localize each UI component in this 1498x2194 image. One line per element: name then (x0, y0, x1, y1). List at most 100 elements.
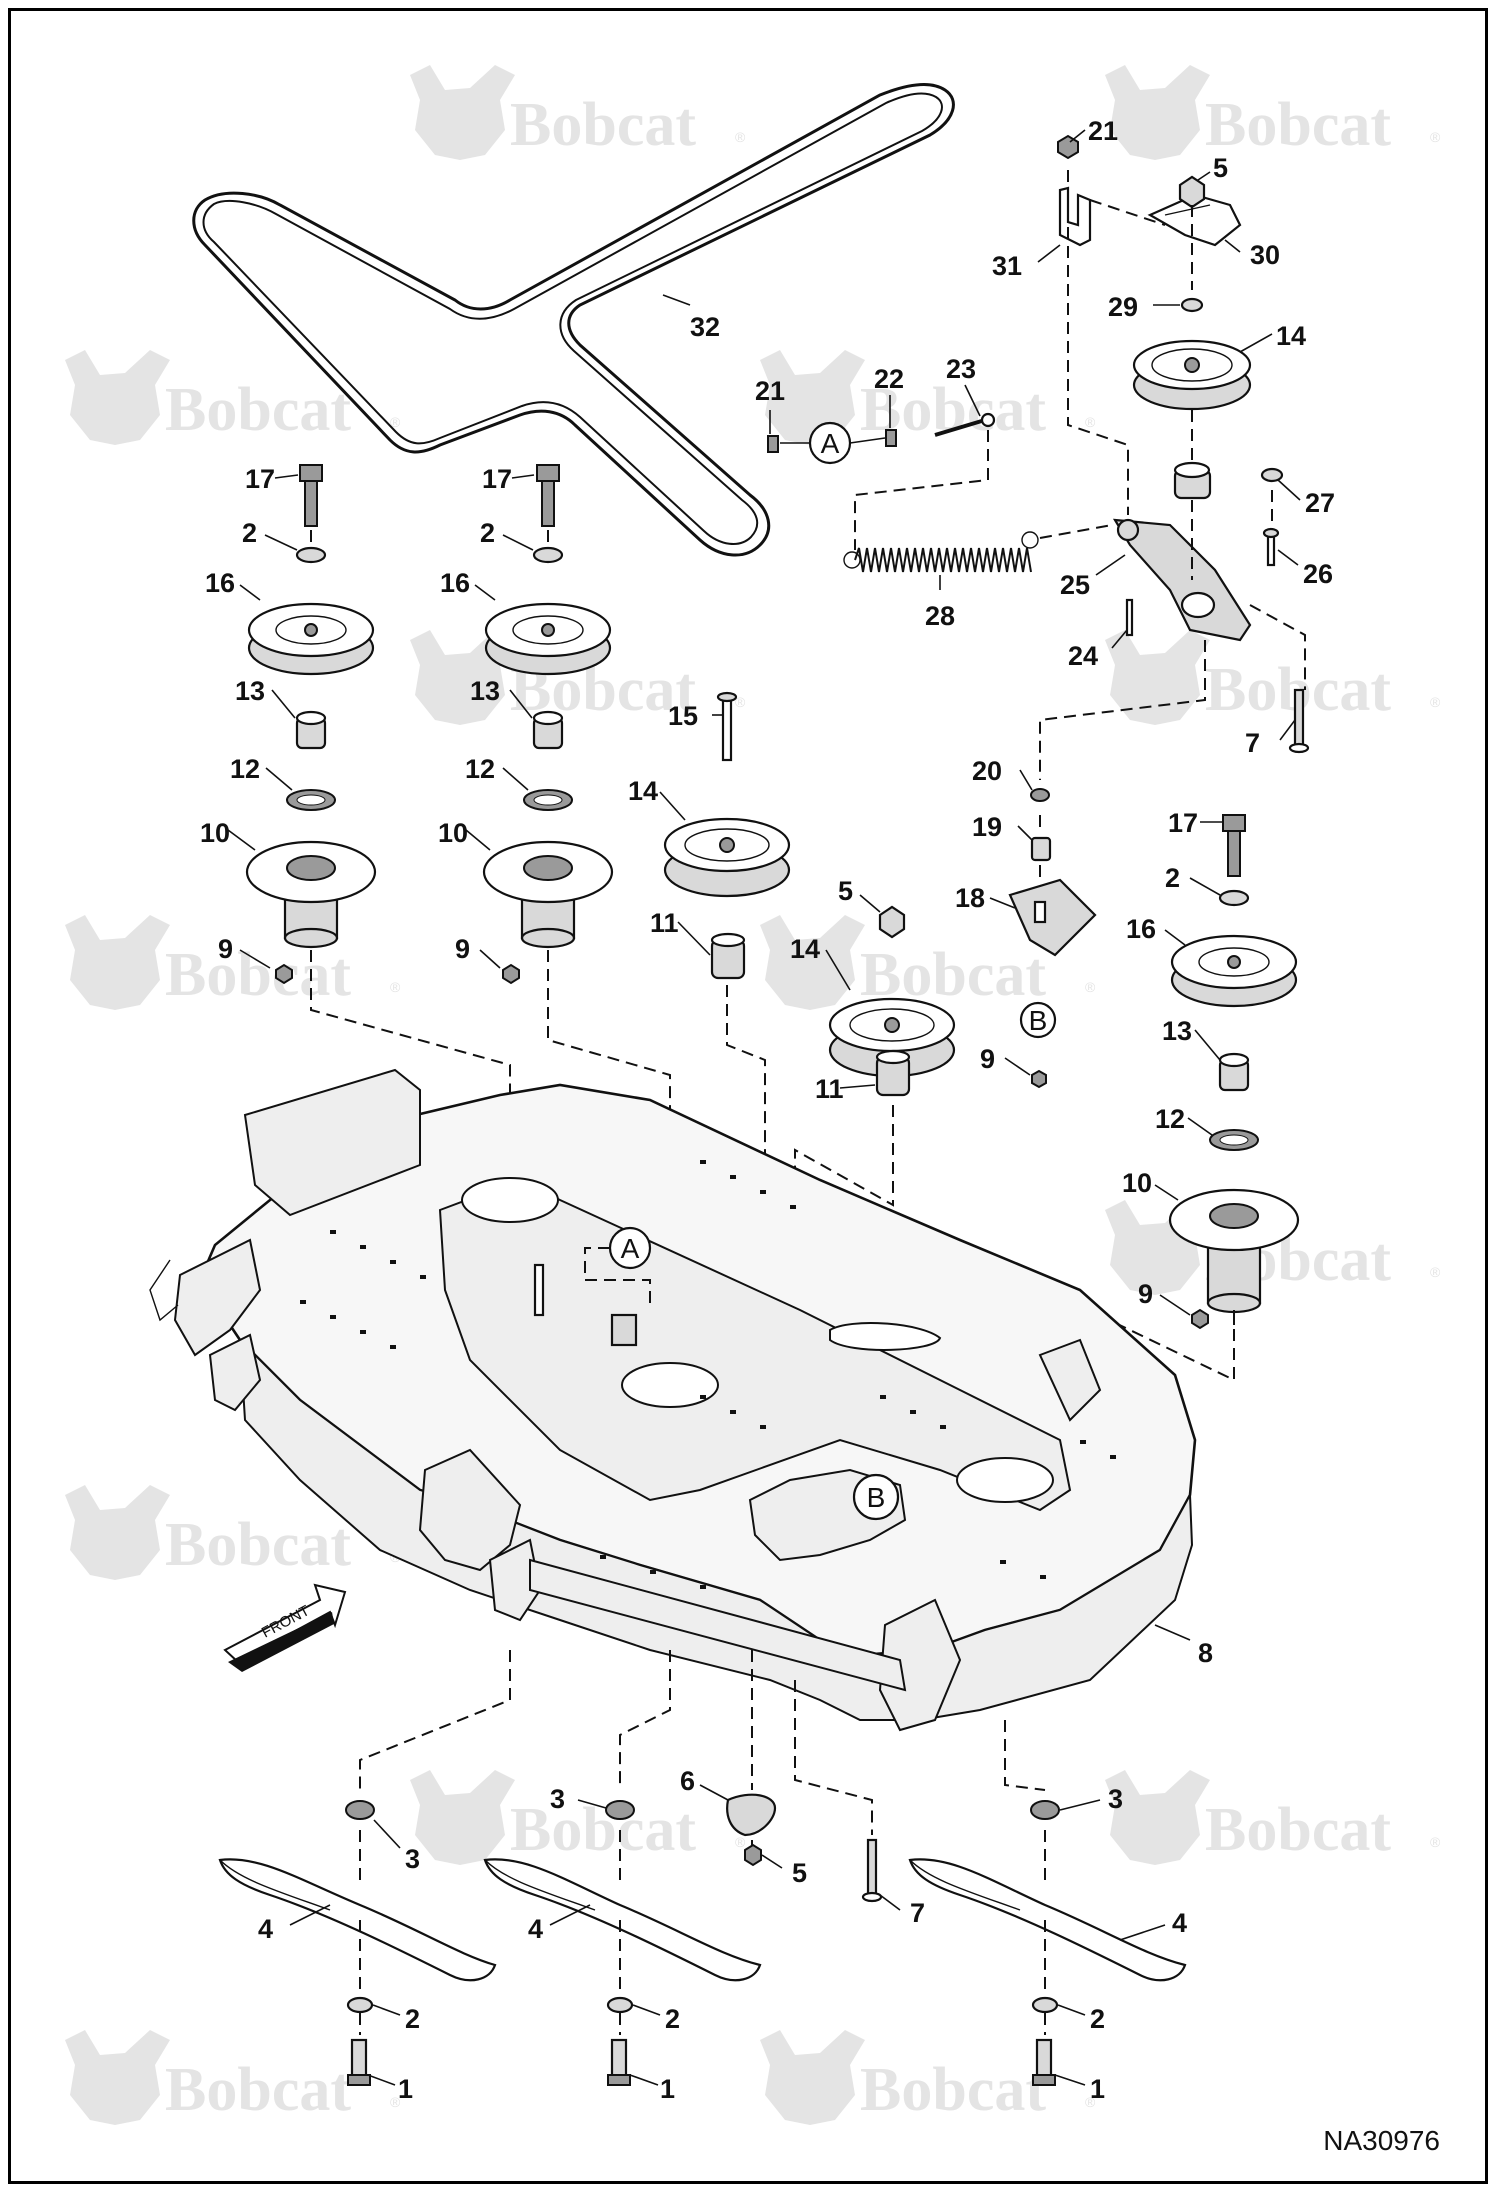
spindle-stack-left (245, 464, 511, 1195)
drawing-frame (8, 8, 1488, 2184)
blade-center (483, 1650, 883, 2086)
callout-15: 15 (668, 701, 698, 731)
callout-14: 14 (1276, 321, 1306, 351)
svg-text:®: ® (1085, 414, 1096, 430)
svg-text:®: ® (1430, 1834, 1441, 1850)
callout-25: 25 (1060, 570, 1090, 600)
callout-9: 9 (980, 1044, 995, 1074)
callout-32: 32 (690, 312, 720, 342)
callout-14: 14 (628, 776, 658, 806)
watermark: Bobcat ® (760, 915, 1096, 1010)
svg-text:®: ® (1430, 694, 1441, 710)
callout-11: 11 (815, 1074, 844, 1104)
callout-12: 12 (230, 754, 260, 784)
callout-5: 5 (1213, 153, 1228, 183)
watermark: Bobcat ® (760, 350, 1096, 445)
watermark: Bobcat ® (65, 2030, 401, 2125)
callout-1: 1 (398, 2074, 413, 2104)
callout-14: 14 (790, 934, 820, 964)
callout-21: 21 (755, 376, 785, 406)
callout-20: 20 (972, 756, 1002, 786)
front-direction-arrow: FRONT (223, 1583, 347, 1672)
callout-3: 3 (550, 1784, 565, 1814)
svg-text:Bobcat: Bobcat (165, 1511, 351, 1579)
callout-7: 7 (1245, 728, 1260, 758)
callout-4: 4 (258, 1914, 273, 1944)
idler-assembly (1039, 134, 1310, 780)
callout-2: 2 (405, 2004, 420, 2034)
callout-18: 18 (955, 883, 985, 913)
callout-4: 4 (528, 1914, 543, 1944)
idler-pulleys-center (663, 691, 956, 1400)
callout-2: 2 (665, 2004, 680, 2034)
callout-1: 1 (660, 2074, 675, 2104)
svg-text:Bobcat: Bobcat (165, 941, 351, 1009)
callout-16: 16 (1126, 914, 1156, 944)
svg-text:®: ® (390, 979, 401, 995)
watermark: Bobcat ® (65, 350, 401, 445)
callout-31: 31 (992, 251, 1022, 281)
callout-labels: 21 5 30 31 29 14 32 21 22 23 27 26 25 28… (200, 116, 1335, 2104)
svg-text:®: ® (390, 2094, 401, 2110)
callout-5: 5 (792, 1858, 807, 1888)
watermark: Bobcat ® (65, 915, 401, 1010)
drawing-reference-number: NA30976 (1323, 2125, 1440, 2156)
callout-13: 13 (1162, 1016, 1192, 1046)
callout-2: 2 (1090, 2004, 1105, 2034)
watermark: Bobcat ® (65, 1485, 401, 1580)
svg-text:Bobcat: Bobcat (1205, 91, 1391, 159)
svg-text:Bobcat: Bobcat (860, 2056, 1046, 2124)
watermark: Bobcat ® (1105, 65, 1441, 160)
idler-arm (1112, 518, 1252, 642)
callout-26: 26 (1303, 559, 1333, 589)
svg-text:®: ® (735, 1834, 746, 1850)
callout-5: 5 (838, 876, 853, 906)
callout-2: 2 (1165, 863, 1180, 893)
watermark: Bobcat ® (1105, 1770, 1441, 1865)
callout-1: 1 (1090, 2074, 1105, 2104)
callout-3: 3 (405, 1844, 420, 1874)
svg-text:Bobcat: Bobcat (510, 1796, 696, 1864)
spring-assembly (767, 412, 1113, 573)
svg-text:®: ® (390, 414, 401, 430)
callout-10: 10 (1122, 1168, 1152, 1198)
ref-circle-a-deck: A (621, 1233, 640, 1264)
svg-text:®: ® (1430, 129, 1441, 145)
callout-12: 12 (1155, 1104, 1185, 1134)
callout-9: 9 (1138, 1279, 1153, 1309)
callout-9: 9 (455, 934, 470, 964)
callout-29: 29 (1108, 292, 1138, 322)
callout-22: 22 (874, 364, 904, 394)
svg-text:Bobcat: Bobcat (165, 2056, 351, 2124)
callout-10: 10 (438, 818, 468, 848)
watermark: Bobcat ® (410, 65, 746, 160)
svg-text:Bobcat: Bobcat (1205, 1796, 1391, 1864)
svg-text:®: ® (1085, 2094, 1096, 2110)
svg-text:Bobcat: Bobcat (510, 91, 696, 159)
callout-19: 19 (972, 812, 1002, 842)
spindle-stack-center (482, 464, 671, 1360)
callout-10: 10 (200, 818, 230, 848)
callout-23: 23 (946, 354, 976, 384)
svg-text:®: ® (735, 694, 746, 710)
mower-deck: B A (149, 1068, 1197, 1732)
extension-spring (854, 547, 1032, 573)
svg-text:®: ® (1085, 979, 1096, 995)
watermark: Bobcat ® (1105, 630, 1441, 725)
callout-11: 11 (650, 908, 679, 938)
callout-3: 3 (1108, 1784, 1123, 1814)
callout-17: 17 (482, 464, 512, 494)
callout-13: 13 (235, 676, 265, 706)
drive-belt (192, 83, 955, 557)
ref-circle-b-deck: B (867, 1482, 886, 1513)
callout-7: 7 (910, 1898, 925, 1928)
spindle-stack-right (1004, 814, 1300, 1480)
callout-24: 24 (1068, 641, 1098, 671)
callout-9: 9 (218, 934, 233, 964)
svg-text:Bobcat: Bobcat (860, 941, 1046, 1009)
watermark: Bobcat ® (410, 1770, 746, 1865)
callout-21: 21 (1088, 116, 1118, 146)
callout-13: 13 (470, 676, 500, 706)
callout-16: 16 (440, 568, 470, 598)
